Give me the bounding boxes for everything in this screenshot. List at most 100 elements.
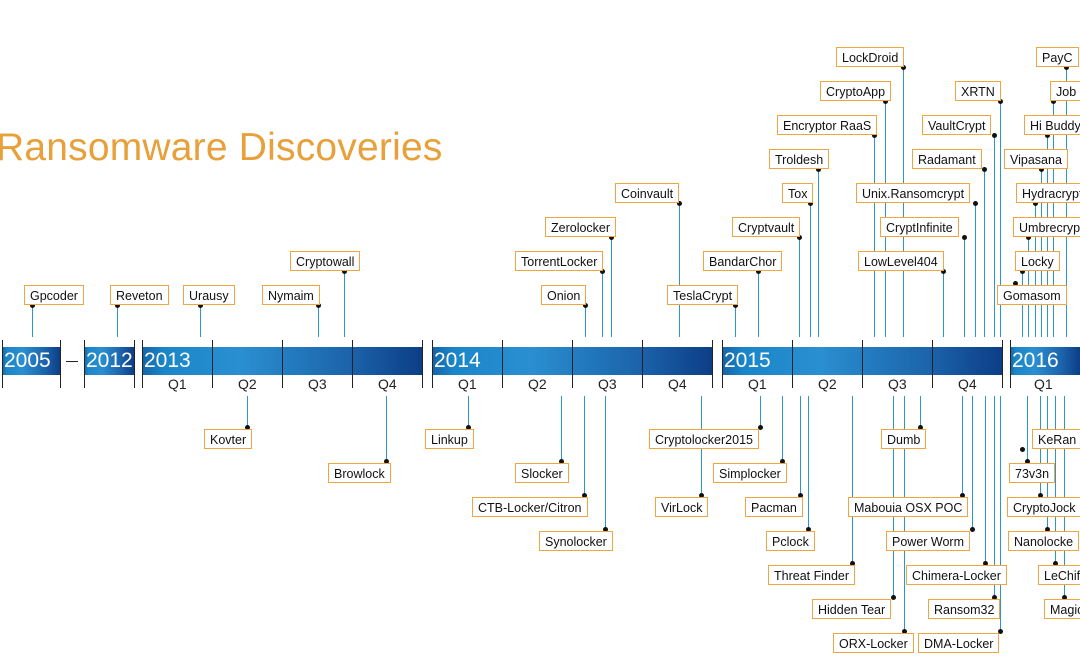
connector-dot-torrentlocker: [600, 269, 605, 274]
connector-dot-vipasana: [1039, 167, 1044, 172]
event-label-ransom32: Ransom32: [928, 599, 1001, 619]
event-label-coinvault: Coinvault: [615, 183, 680, 203]
event-label-nymaim: Nymaim: [262, 285, 320, 305]
quarter-tick: [352, 340, 353, 388]
event-label-radamant: Radamant: [912, 149, 982, 169]
gap-dash: [66, 361, 78, 362]
quarter-label: Q4: [668, 376, 687, 392]
connector-dot-bandarchor: [756, 269, 761, 274]
connector-lowlevel404: [943, 273, 945, 337]
connector-dot-locky: [1020, 269, 1025, 274]
connector-bandarchor: [758, 273, 760, 337]
event-label-hidden-tear: Hidden Tear: [812, 599, 892, 619]
event-label-zerolocker: Zerolocker: [545, 217, 617, 237]
connector-dot-urausy: [198, 303, 203, 308]
connector-simplocker: [782, 396, 784, 461]
year-bar: [2, 347, 60, 375]
event-label-payc: PayC: [1036, 47, 1079, 67]
event-label-linkup: Linkup: [425, 429, 474, 449]
connector-xrtn: [1000, 103, 1002, 337]
quarter-label: Q4: [958, 376, 977, 392]
event-label-cryptvault: Cryptvault: [732, 217, 801, 237]
connector-reveton: [117, 307, 119, 337]
connector-dumb: [920, 396, 922, 427]
connector-dot-gomasom: [1013, 281, 1018, 286]
connector-dot-onion: [583, 303, 588, 308]
quarter-label: Q3: [598, 376, 617, 392]
quarter-label: Q2: [528, 376, 547, 392]
connector-teslacrypt: [735, 307, 737, 337]
year-boundary-tick: [134, 340, 135, 388]
connector-dma-locker: [1000, 396, 1002, 631]
connector-pacman: [800, 396, 802, 495]
event-label-keran: KeRan: [1032, 429, 1080, 449]
event-label-unix-ransomcrypt: Unix.Ransomcrypt: [856, 183, 971, 203]
year-boundary-tick: [722, 340, 723, 388]
connector-power-worm: [972, 396, 974, 529]
quarter-label: Q2: [818, 376, 837, 392]
connector-onion: [585, 307, 587, 337]
year-label: 2013: [144, 349, 191, 372]
connector-nymaim: [318, 307, 320, 337]
connector-cryptinfinite: [964, 239, 966, 337]
event-label-orx-locker: ORX-Locker: [833, 633, 914, 653]
event-label-vipasana: Vipasana: [1004, 149, 1068, 169]
connector-torrentlocker: [602, 273, 604, 337]
event-label-tox: Tox: [782, 183, 814, 203]
connector-encryptor-raas: [874, 137, 876, 337]
year-boundary-tick: [1010, 340, 1011, 388]
connector-nanolocke: [1047, 396, 1049, 529]
connector-urausy: [200, 307, 202, 337]
connector-dot-cryptinfinite: [962, 235, 967, 240]
connector-dot-lowlevel404: [941, 269, 946, 274]
quarter-tick: [932, 340, 933, 388]
event-label-hi-buddy: Hi Buddy: [1024, 115, 1080, 135]
event-label-reveton: Reveton: [110, 285, 169, 305]
event-label-encryptor-raas: Encryptor RaaS: [777, 115, 878, 135]
connector-vaultcrypt: [994, 137, 996, 337]
connector-dot-ransom32: [992, 595, 997, 600]
connector-pclock: [808, 396, 810, 529]
connector-dot-pclock: [806, 527, 811, 532]
event-label-xrtn: XRTN: [955, 81, 1001, 101]
event-label-hydracrypt: Hydracrypt: [1016, 183, 1080, 203]
quarter-tick: [792, 340, 793, 388]
connector-dot-power-worm: [970, 527, 975, 532]
connector-dot-coinvault: [677, 201, 682, 206]
connector-dot-linkup: [466, 425, 471, 430]
connector-threat-finder: [852, 396, 854, 563]
connector-dot-cryptoapp: [883, 99, 888, 104]
event-label-troldesh: Troldesh: [769, 149, 830, 169]
quarter-tick: [212, 340, 213, 388]
connector-dot-virlock: [699, 493, 704, 498]
connector-dot-dma-locker: [998, 629, 1003, 634]
connector-dot-chimera-locker: [983, 561, 988, 566]
connector-dot-cryptojock: [1038, 493, 1043, 498]
connector-lechiffre: [1055, 396, 1057, 563]
event-label-ctb-locker-citron: CTB-Locker/Citron: [472, 497, 588, 517]
year-label: 2014: [434, 349, 481, 372]
connector-73v3n: [1027, 396, 1029, 461]
quarter-label: Q1: [168, 376, 187, 392]
quarter-tick: [502, 340, 503, 388]
connector-tox: [810, 205, 812, 337]
event-label-locky: Locky: [1015, 251, 1060, 271]
connector-dot-vaultcrypt: [992, 133, 997, 138]
connector-dot-hi-buddy: [1045, 133, 1050, 138]
connector-dot-synolocker: [603, 527, 608, 532]
event-label-onion: Onion: [541, 285, 587, 305]
event-label-synolocker: Synolocker: [539, 531, 613, 551]
event-label-power-worm: Power Worm: [886, 531, 971, 551]
connector-zerolocker: [611, 239, 613, 337]
quarter-tick: [282, 340, 283, 388]
quarter-label: Q1: [748, 376, 767, 392]
connector-kovter: [247, 396, 249, 427]
quarter-tick: [572, 340, 573, 388]
connector-dot-browlock: [384, 459, 389, 464]
event-label-magic: Magic: [1044, 599, 1080, 619]
year-bar: [1010, 347, 1080, 375]
event-label-dma-locker: DMA-Locker: [918, 633, 1000, 653]
quarter-label: Q2: [238, 376, 257, 392]
event-label-73v3n: 73v3n: [1009, 463, 1056, 483]
connector-cryptolocker2015: [760, 396, 762, 427]
